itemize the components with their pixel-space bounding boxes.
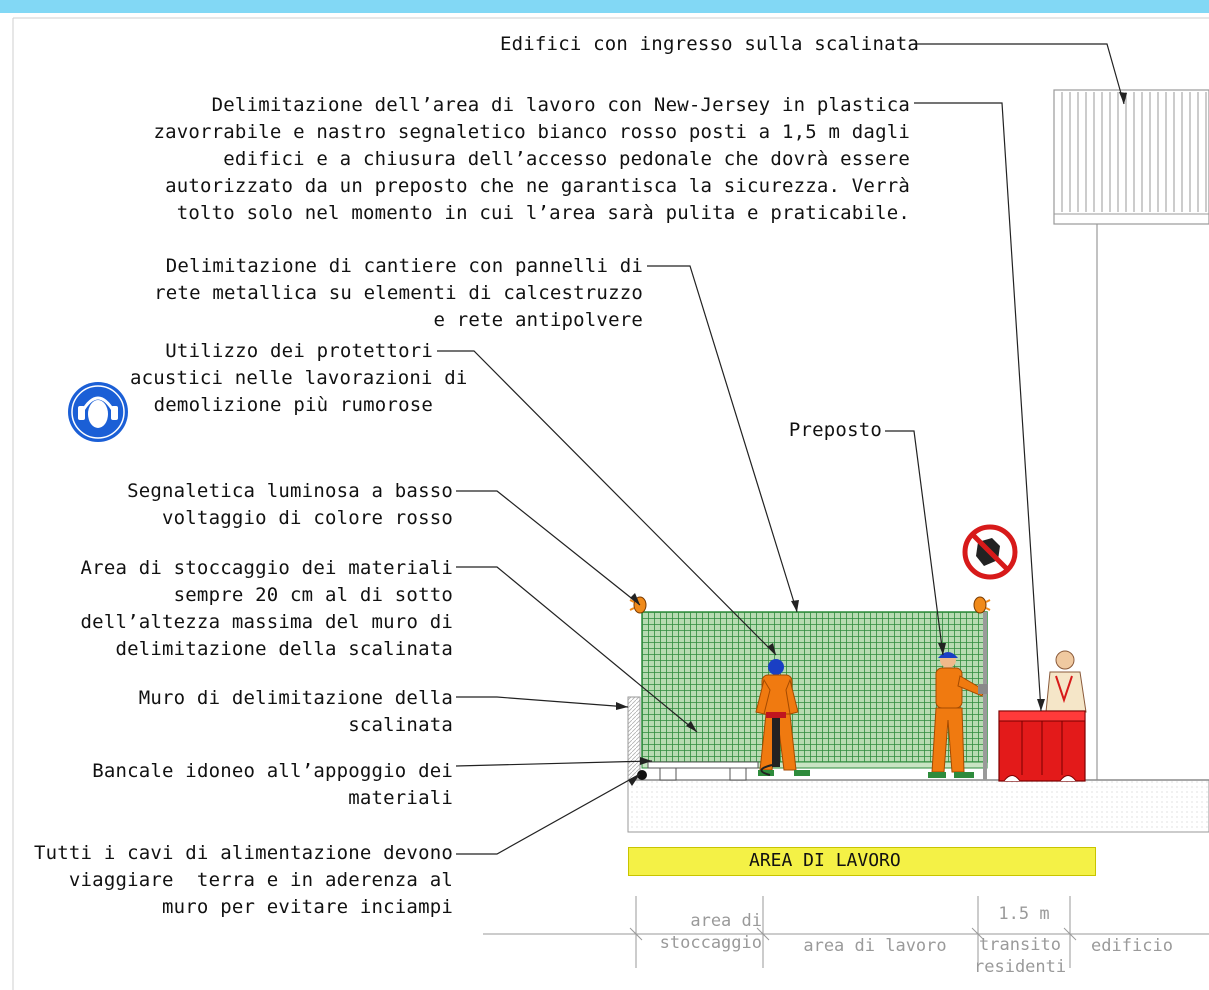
label-bancale: Bancale idoneo all’appoggio dei material… xyxy=(92,760,453,809)
ear-protection-sign-icon xyxy=(68,382,128,442)
ground-slab xyxy=(627,779,1209,833)
pallet xyxy=(637,761,759,781)
boundary-wall xyxy=(627,696,641,781)
cable-point xyxy=(637,770,647,780)
arrowheads xyxy=(616,92,1127,786)
dim-distance: 1.5 m xyxy=(998,904,1050,924)
dim-edificio: edificio xyxy=(1091,936,1173,956)
label-stoccaggio: Area di stoccaggio dei materiali sempre … xyxy=(80,557,453,660)
label-cavi: Tutti i cavi di alimentazione devono via… xyxy=(33,842,453,918)
no-entry-hand-sign-icon xyxy=(962,524,1018,580)
worker-icon xyxy=(755,659,810,776)
label-muro: Muro di delimitazione della scalinata xyxy=(138,687,453,736)
top-bar xyxy=(0,0,1209,13)
site-fence xyxy=(641,611,988,780)
resident-icon xyxy=(1045,650,1087,713)
label-cantiere: Delimitazione di cantiere con pannelli d… xyxy=(154,255,643,331)
warning-lamp-icon xyxy=(973,596,991,614)
dimension-lines xyxy=(483,896,1209,968)
jersey-barrier xyxy=(998,710,1086,782)
dim-transito: transito residenti xyxy=(974,935,1067,977)
label-protettori: Utilizzo dei protettori acustici nelle l… xyxy=(130,340,468,416)
dim-area-lavoro: area di lavoro xyxy=(803,936,947,956)
work-area-label: AREA DI LAVORO xyxy=(749,850,901,871)
label-edifici: Edifici con ingresso sulla scalinata xyxy=(500,33,920,55)
building xyxy=(1053,89,1209,780)
label-new-jersey: Delimitazione dell’area di lavoro con Ne… xyxy=(153,94,910,224)
label-segnaletica: Segnaletica luminosa a basso voltaggio d… xyxy=(127,480,453,529)
work-area-band: AREA DI LAVORO xyxy=(628,847,1096,876)
dim-area-stoccaggio: area di stoccaggio xyxy=(659,911,762,953)
label-preposto: Preposto xyxy=(788,419,882,441)
supervisor-icon xyxy=(928,652,988,778)
